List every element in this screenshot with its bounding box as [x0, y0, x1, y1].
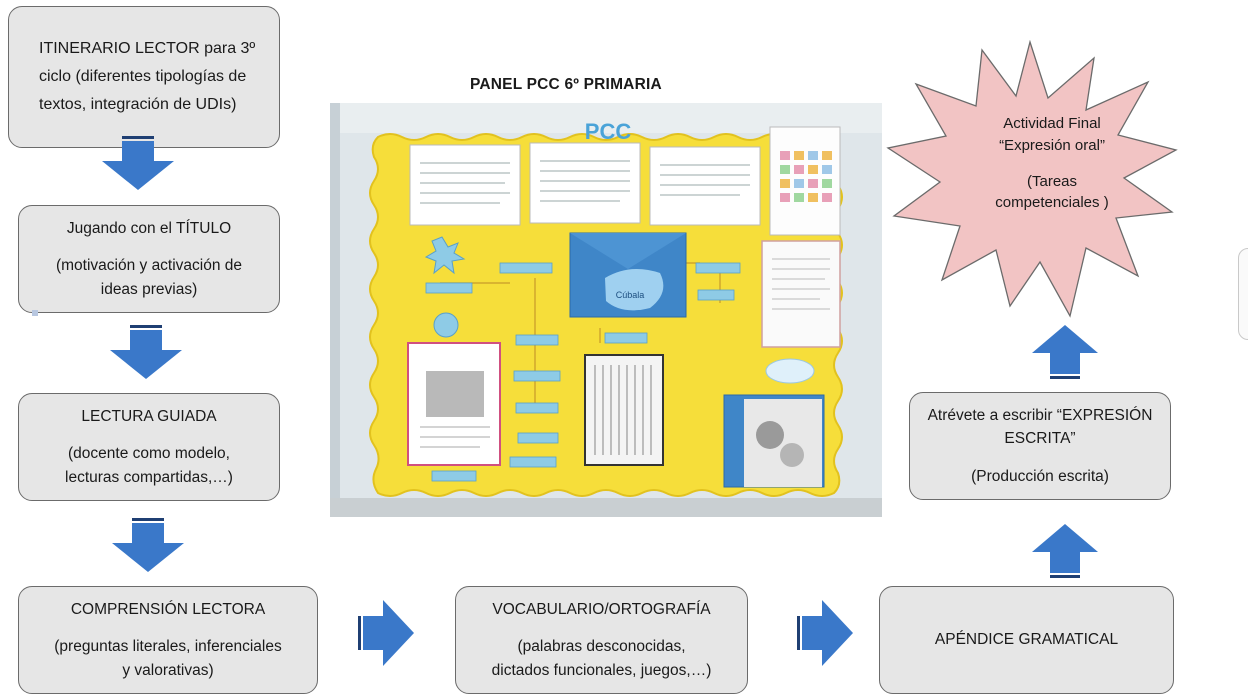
box-apendice-gramatical: APÉNDICE GRAMATICAL	[879, 586, 1174, 694]
apendice-title: APÉNDICE GRAMATICAL	[934, 631, 1119, 649]
panel-title: PANEL PCC 6º PRIMARIA	[470, 76, 662, 93]
up-arrow-2	[1032, 325, 1098, 379]
lectura-line-2: lecturas compartidas,…)	[65, 468, 233, 486]
vocabulario-line-1: (palabras desconocidas,	[517, 638, 686, 656]
atrevete-line-2: ESCRITA”	[1004, 430, 1076, 448]
vocabulario-line-2: dictados funcionales, juegos,…)	[491, 661, 712, 679]
final-line-1: Actividad Final	[1003, 115, 1101, 132]
right-arrow-1	[358, 600, 414, 666]
side-edge-tab	[1238, 248, 1248, 340]
photo-folder-label: Cúbala	[616, 290, 645, 300]
lectura-line-1: (docente como modelo,	[68, 445, 230, 463]
comprension-title: COMPRENSIÓN LECTORA	[70, 601, 266, 619]
lectura-title: LECTURA GUIADA	[81, 408, 217, 426]
comprension-line-1: (preguntas literales, inferenciales	[54, 638, 282, 656]
final-line-3: (Tareas	[1026, 172, 1078, 190]
panel-photo: PCC Cúbala	[330, 103, 882, 517]
box-itinerario-lector: ITINERARIO LECTOR para 3º ciclo (diferen…	[8, 6, 280, 148]
box-jugando-titulo: Jugando con el TÍTULO (motivación y acti…	[18, 205, 280, 313]
vocabulario-title: VOCABULARIO/ORTOGRAFÍA	[492, 601, 711, 619]
down-arrow-1	[102, 136, 174, 190]
down-arrow-3	[112, 518, 184, 572]
down-arrow-2	[110, 325, 182, 379]
right-arrow-2	[797, 600, 853, 666]
box-comprension-lectora: COMPRENSIÓN LECTORA (preguntas literales…	[18, 586, 318, 694]
itinerario-line-1: ITINERARIO LECTOR para 3º	[39, 40, 256, 57]
atrevete-line-3: (Producción escrita)	[971, 467, 1109, 485]
jugando-title: Jugando con el TÍTULO	[66, 220, 232, 238]
photo-pcc-heading: PCC	[585, 119, 632, 144]
box-atrevete-escribir: Atrévete a escribir “EXPRESIÓN ESCRITA” …	[909, 392, 1171, 500]
actividad-final-text: Actividad Final “Expresión oral” (Tareas…	[952, 113, 1152, 214]
star-burst-shape	[886, 40, 1178, 318]
itinerario-line-3: textos, integración de UDIs)	[39, 96, 237, 113]
jugando-line-1: (motivación y activación de	[55, 257, 243, 275]
jugando-line-2: ideas previas)	[100, 280, 198, 298]
final-line-2: “Expresión oral”	[999, 136, 1105, 154]
atrevete-line-1: Atrévete a escribir “EXPRESIÓN	[927, 407, 1153, 425]
box-lectura-guiada: LECTURA GUIADA (docente como modelo, lec…	[18, 393, 280, 501]
final-line-4: competenciales )	[995, 194, 1109, 212]
small-marker	[32, 310, 38, 316]
up-arrow-1	[1032, 524, 1098, 578]
box-vocabulario-ortografia: VOCABULARIO/ORTOGRAFÍA (palabras descono…	[455, 586, 748, 694]
itinerario-line-2: ciclo (diferentes tipologías de	[39, 68, 247, 85]
comprension-line-2: y valorativas)	[122, 661, 214, 679]
